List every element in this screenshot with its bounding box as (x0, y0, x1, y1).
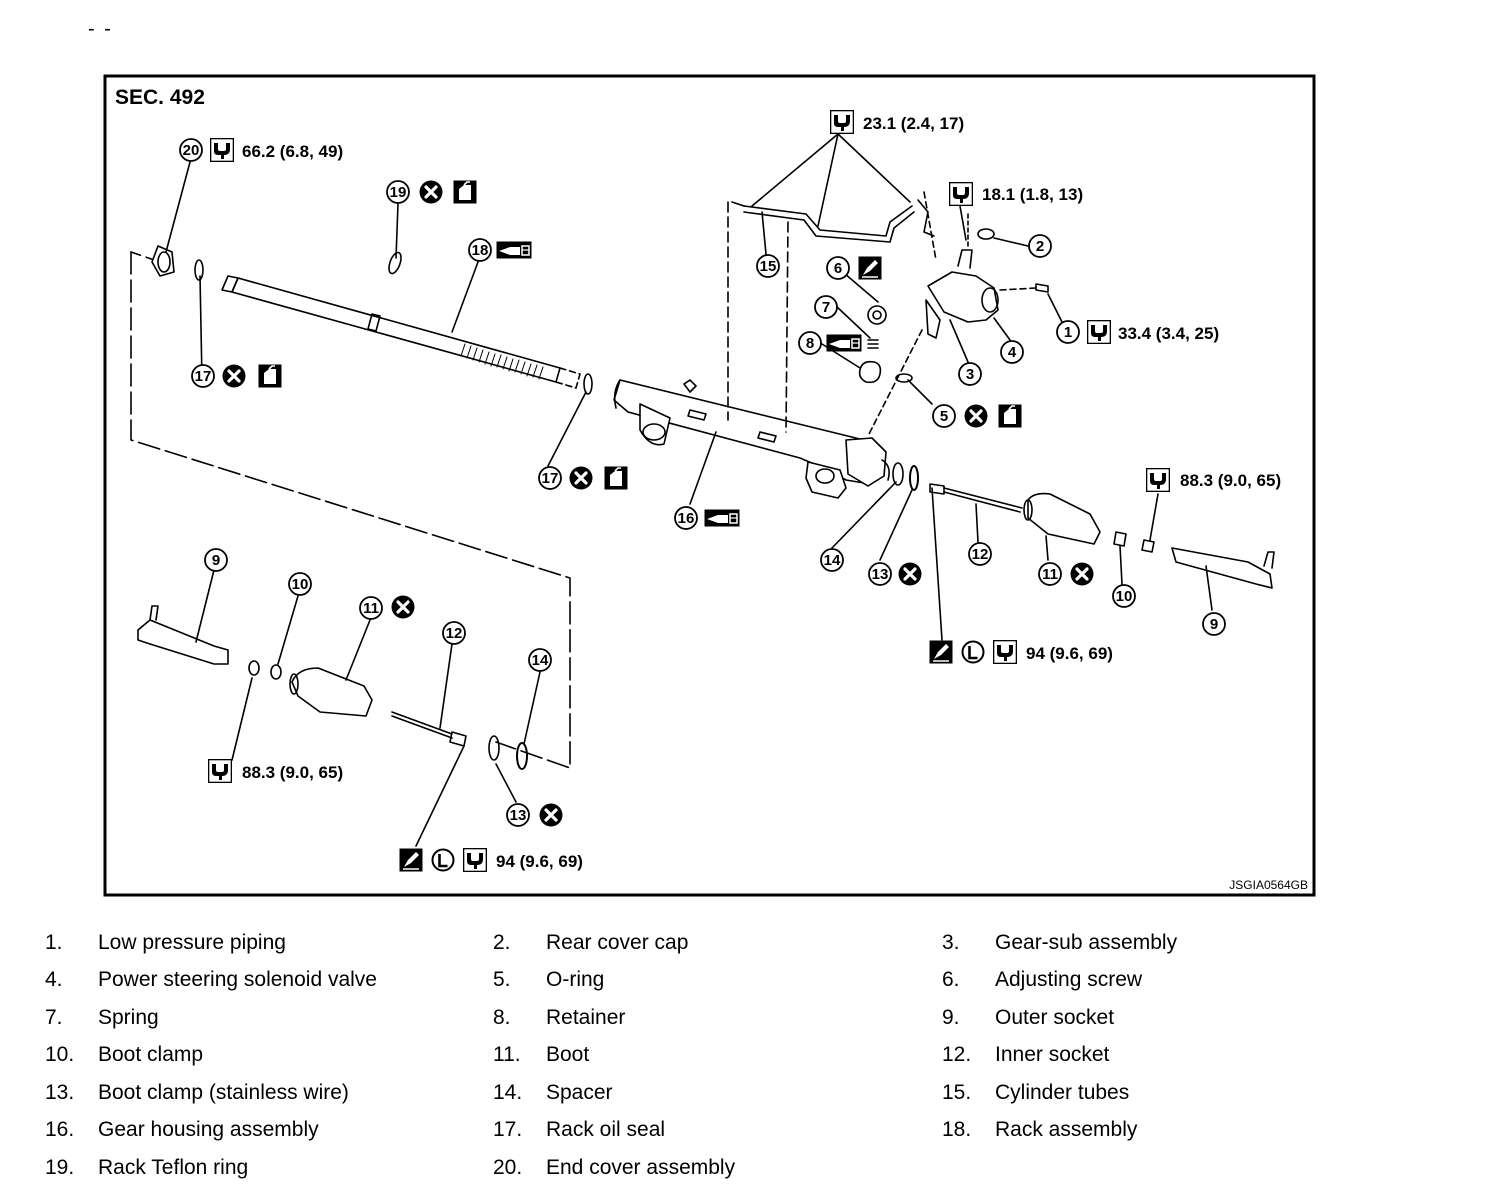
torque-value-12-left: 94 (9.6, 69) (496, 852, 583, 871)
torque-wrench-icon (463, 848, 487, 872)
torque-value-20: 66.2 (6.8, 49) (242, 142, 343, 161)
torque-wrench-icon (1146, 468, 1170, 492)
svg-text:13: 13 (872, 566, 889, 583)
torque-wrench-icon (1087, 320, 1111, 344)
torque-value-9-right: 88.3 (9.0, 65) (1180, 471, 1281, 490)
callout-1: 1 (1056, 320, 1080, 344)
svg-text:14: 14 (824, 552, 841, 569)
torque-value-1: 33.4 (3.4, 25) (1118, 324, 1219, 343)
multi-purpose-grease-icon (704, 509, 740, 527)
torque-value-2: 18.1 (1.8, 13) (982, 185, 1083, 204)
torque-value-12-right: 94 (9.6, 69) (1026, 644, 1113, 663)
callout-5: 5 (932, 404, 956, 428)
torque-value-15: 23.1 (2.4, 17) (863, 114, 964, 133)
callout-9-left: 9 (204, 548, 228, 572)
svg-text:12: 12 (972, 546, 989, 563)
torque-value-9-left: 88.3 (9.0, 65) (242, 763, 343, 782)
callout-4: 4 (1000, 340, 1024, 364)
svg-text:15: 15 (760, 258, 777, 275)
svg-text:17: 17 (195, 368, 212, 385)
figure-code: JSGIA0564GB (1229, 878, 1308, 892)
torque-wrench-icon (210, 138, 234, 162)
torque-wrench-icon (949, 182, 973, 206)
symbol-group (208, 110, 1170, 872)
svg-text:1: 1 (1064, 324, 1072, 341)
torque-wrench-icon (993, 640, 1017, 664)
callout-20: 20 (179, 138, 203, 162)
genuine-grease-icon (399, 848, 423, 872)
svg-text:9: 9 (212, 552, 220, 569)
callout-16: 16 (674, 506, 698, 530)
callout-11-left: 11 (359, 596, 383, 620)
torque-wrench-icon (830, 110, 854, 134)
svg-text:2: 2 (1036, 238, 1044, 255)
callout-18: 18 (468, 238, 492, 262)
svg-text:10: 10 (1116, 588, 1133, 605)
svg-text:20: 20 (183, 142, 200, 159)
callout-9-right: 9 (1202, 612, 1226, 636)
callout-2: 2 (1028, 234, 1052, 258)
callout-15: 15 (756, 254, 780, 278)
genuine-grease-icon (929, 640, 953, 664)
diagram-frame (103, 74, 1316, 897)
do-not-reuse-icon (1070, 562, 1094, 586)
svg-text:4: 4 (1008, 344, 1017, 361)
svg-text:13: 13 (510, 807, 527, 824)
callout-17-left: 17 (191, 364, 215, 388)
svg-text:9: 9 (1210, 616, 1218, 633)
section-label: SEC. 492 (115, 86, 205, 109)
svg-text:5: 5 (940, 408, 948, 425)
svg-text:6: 6 (834, 260, 842, 277)
callout-14-right: 14 (820, 548, 844, 572)
locking-sealant-icon (961, 640, 985, 664)
svg-text:14: 14 (532, 652, 549, 669)
do-not-reuse-icon (898, 562, 922, 586)
svg-text:11: 11 (363, 600, 379, 617)
callout-6: 6 (826, 256, 850, 280)
do-not-reuse-icon (222, 364, 246, 388)
callout-12-right: 12 (968, 542, 992, 566)
svg-text:19: 19 (390, 184, 407, 201)
svg-text:17: 17 (542, 470, 559, 487)
do-not-reuse-icon (569, 466, 593, 490)
callout-17-mid: 17 (538, 466, 562, 490)
multi-purpose-grease-icon (826, 334, 862, 352)
power-steering-fluid-icon (604, 466, 628, 490)
callout-7: 7 (814, 295, 838, 319)
callout-14-left: 14 (528, 648, 552, 672)
do-not-reuse-icon (964, 404, 988, 428)
callout-8: 8 (798, 331, 822, 355)
callout-19: 19 (386, 180, 410, 204)
genuine-grease-icon (858, 256, 882, 280)
torque-wrench-icon (208, 759, 232, 783)
do-not-reuse-icon (419, 180, 443, 204)
callout-3: 3 (958, 362, 982, 386)
svg-text:16: 16 (678, 510, 695, 527)
svg-text:7: 7 (822, 299, 830, 316)
do-not-reuse-icon (539, 803, 563, 827)
power-steering-fluid-icon (998, 404, 1022, 428)
callout-13-left: 13 (506, 803, 530, 827)
callout-11-right: 11 (1038, 562, 1062, 586)
locking-sealant-icon (431, 848, 455, 872)
svg-text:8: 8 (806, 335, 814, 352)
svg-text:10: 10 (292, 576, 309, 593)
power-steering-fluid-icon (258, 364, 282, 388)
callout-13-right: 13 (868, 562, 892, 586)
callout-12-left: 12 (442, 621, 466, 645)
svg-text:18: 18 (472, 242, 489, 259)
callout-10-left: 10 (288, 572, 312, 596)
svg-text:12: 12 (446, 625, 463, 642)
svg-text:3: 3 (966, 366, 974, 383)
top-marker: - - (88, 18, 113, 40)
multi-purpose-grease-icon (496, 241, 532, 259)
power-steering-fluid-icon (453, 180, 477, 204)
exploded-view-diagram: SEC. 492 JSGIA0564GB (103, 74, 1316, 897)
svg-text:11: 11 (1042, 566, 1058, 583)
callout-10-right: 10 (1112, 584, 1136, 608)
parts-legend: 1.Low pressure piping 2.Rear cover cap 3… (45, 931, 1178, 1179)
do-not-reuse-icon (391, 595, 415, 619)
